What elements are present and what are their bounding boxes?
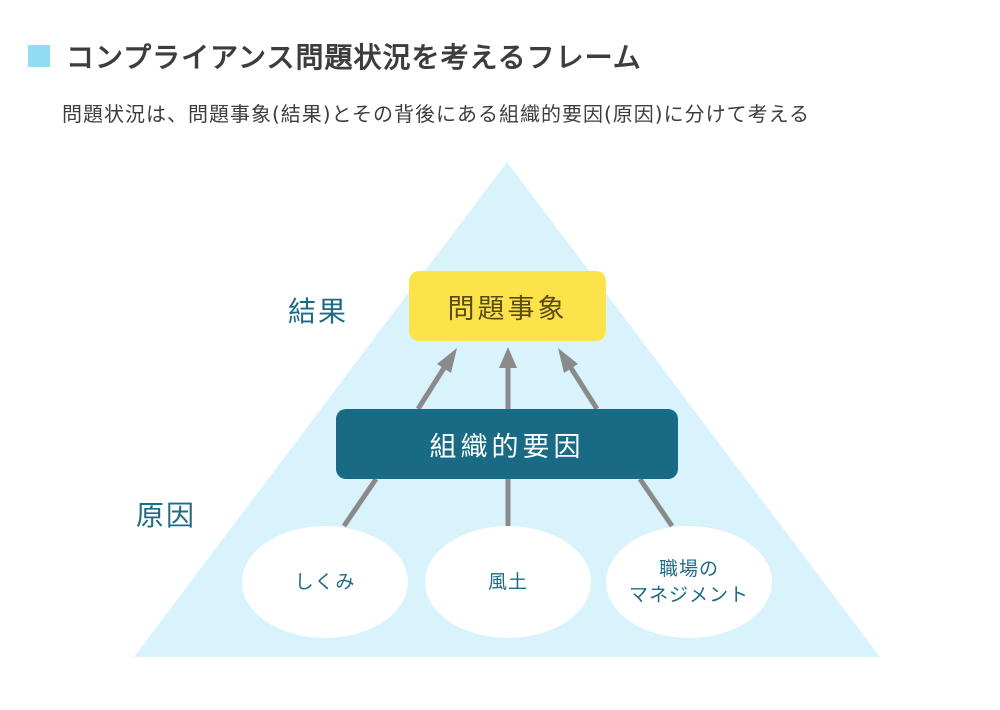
arrow-right-head — [558, 348, 578, 373]
factor-label: しくみ — [294, 571, 356, 593]
factor-oval-management: 職場の マネジメント — [606, 526, 772, 638]
title-row: コンプライアンス問題状況を考えるフレーム — [28, 36, 642, 76]
arrow-left-head — [437, 348, 457, 373]
factor-oval-culture: 風土 — [425, 526, 591, 638]
page-subtitle: 問題状況は、問題事象(結果)とその背後にある組織的要因(原因)に分けて考える — [62, 102, 811, 126]
factor-label-line2: マネジメント — [628, 584, 749, 606]
page-title: コンプライアンス問題状況を考えるフレーム — [66, 41, 642, 74]
factor-label-line1: 職場の — [658, 558, 719, 580]
title-square-icon — [28, 45, 50, 67]
arrow-center-head — [499, 347, 517, 368]
label-cause: 原因 — [136, 499, 197, 532]
arrow-left-shaft — [415, 366, 447, 411]
organizational-factor-box: 組織的要因 — [336, 409, 678, 479]
problem-event-box: 問題事象 — [409, 271, 606, 341]
connector-line-right — [637, 477, 675, 528]
factor-oval-system: しくみ — [242, 526, 408, 638]
label-result: 結果 — [288, 295, 349, 328]
factor-label: 風土 — [487, 571, 528, 593]
connector-line-left — [341, 477, 379, 528]
arrow-right-shaft — [568, 366, 600, 411]
